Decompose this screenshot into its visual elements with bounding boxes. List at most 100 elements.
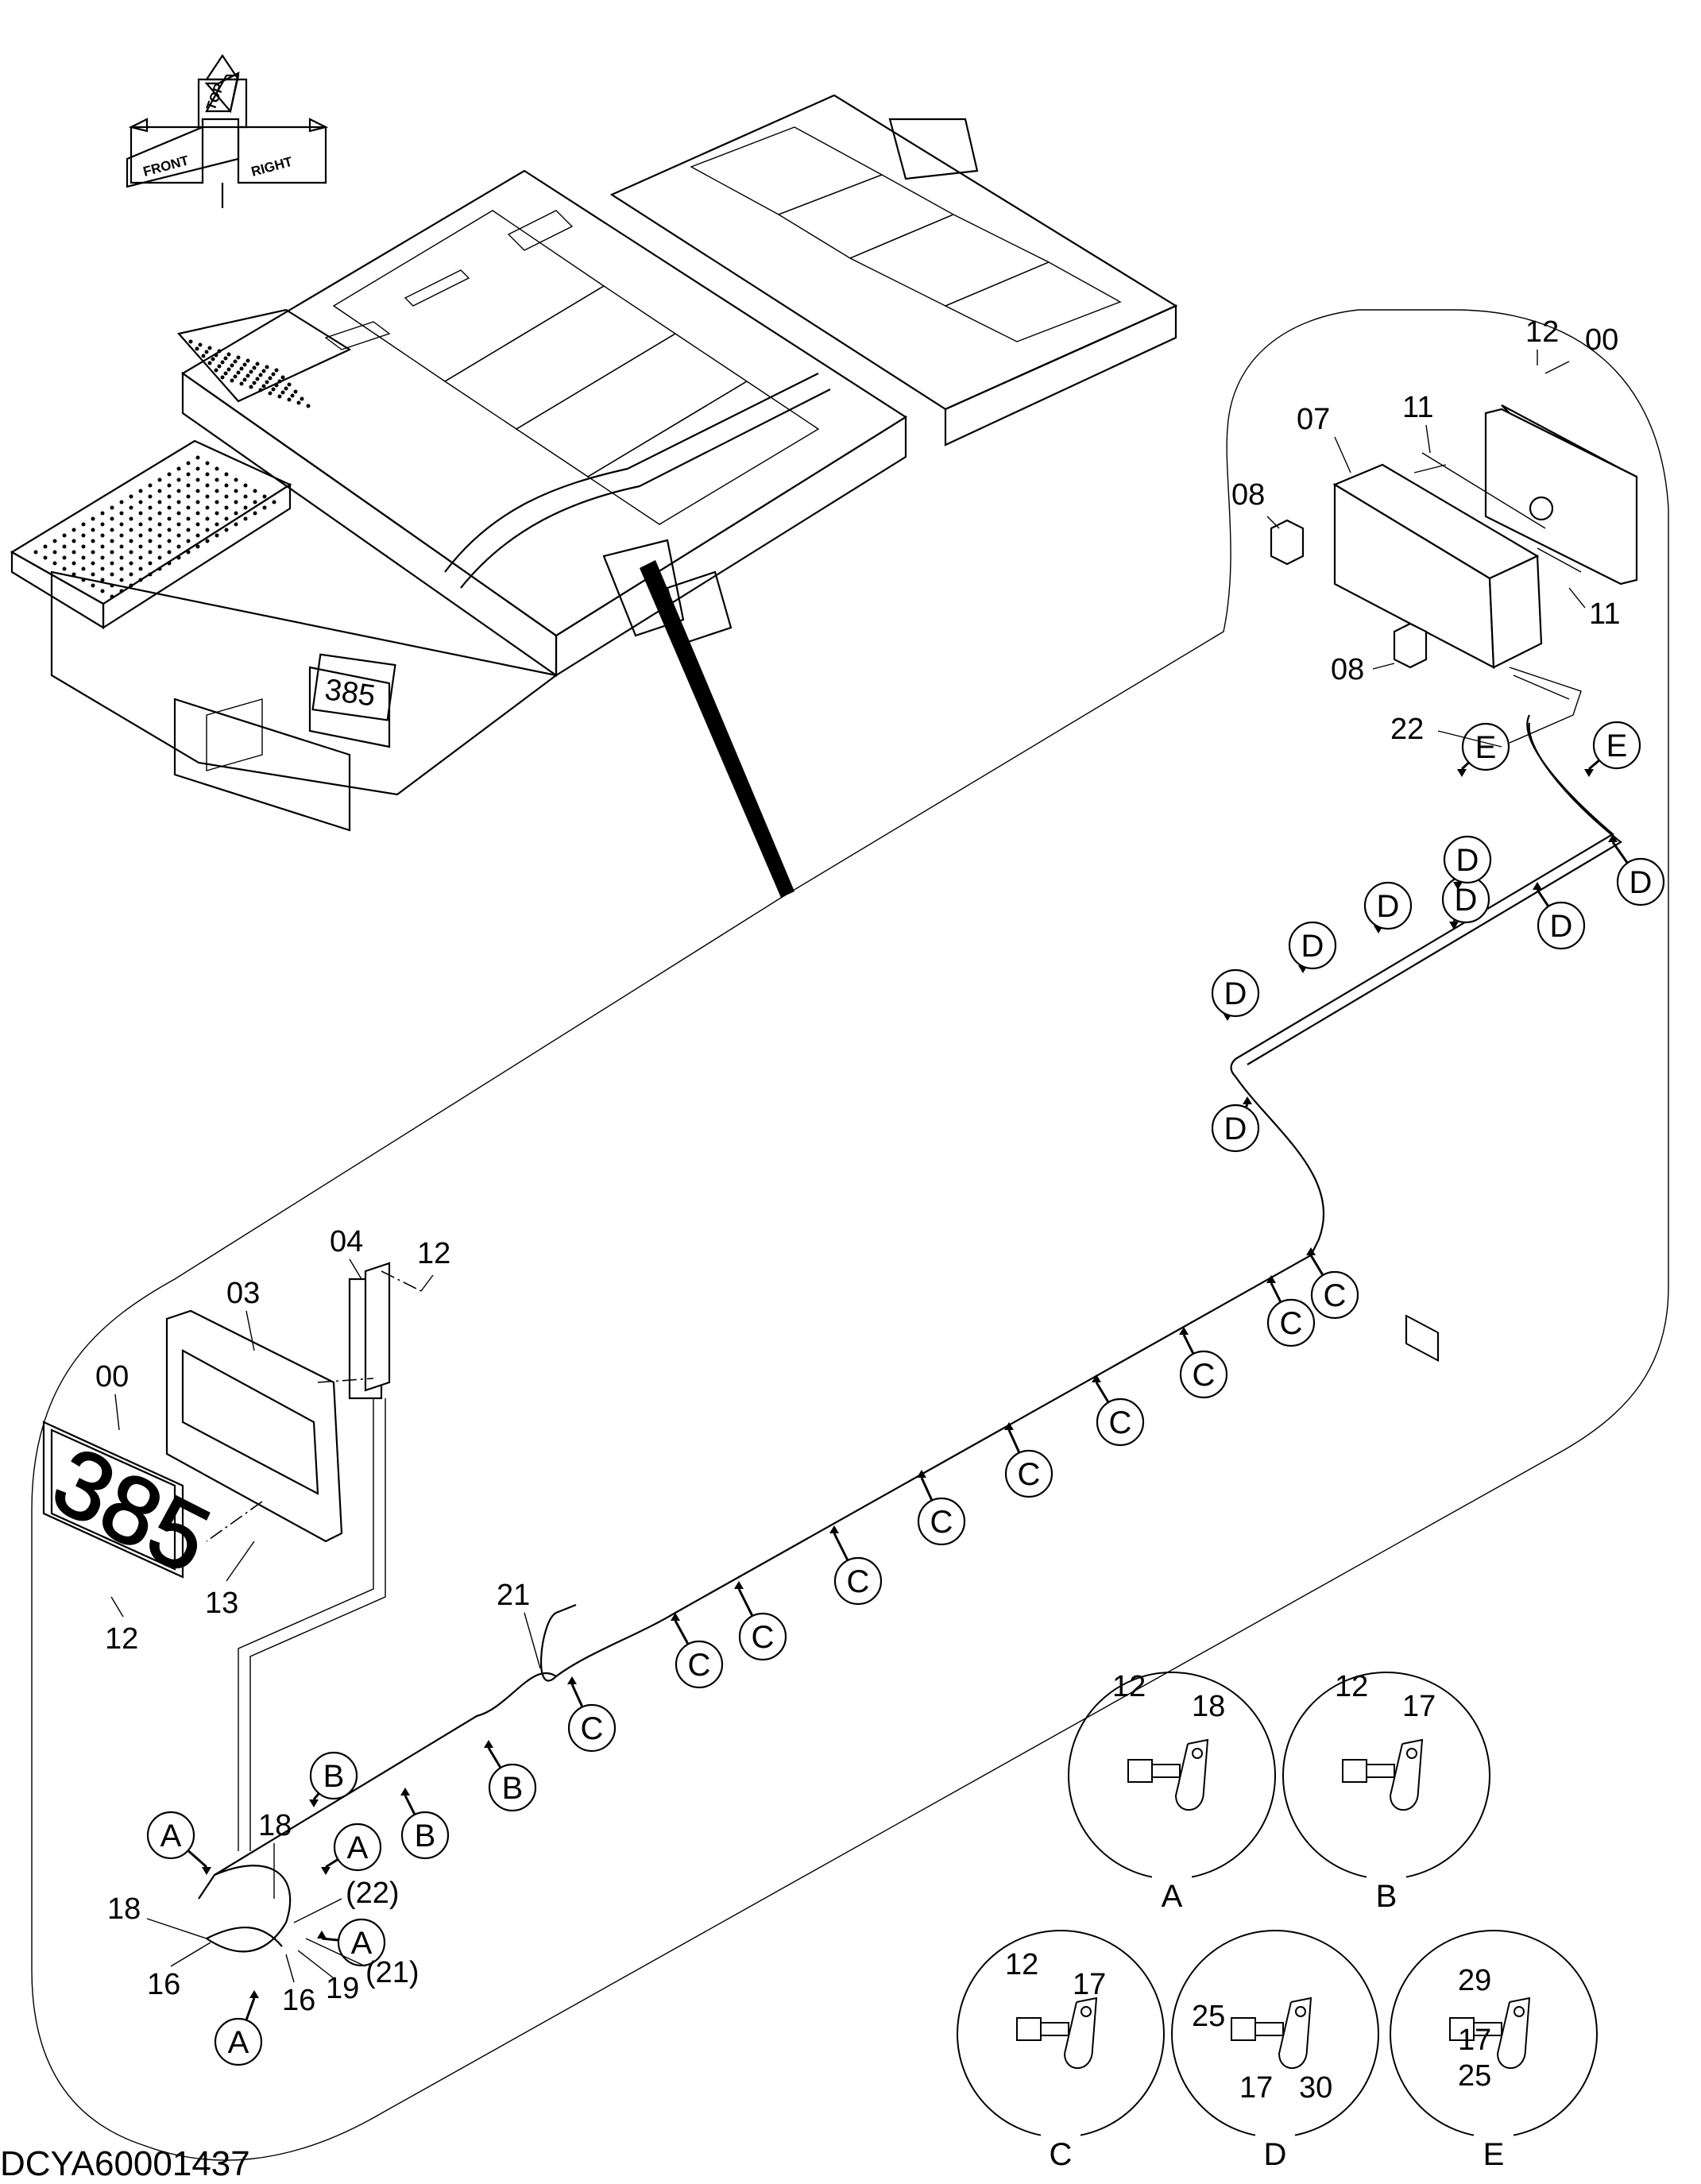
grating-hole xyxy=(176,500,181,504)
label-16-b: 16 xyxy=(282,1984,315,2017)
grating-hole xyxy=(62,566,67,571)
grating-hole xyxy=(239,366,244,371)
grating-hole xyxy=(205,528,210,532)
detail-part-label: 12 xyxy=(1335,1670,1368,1703)
grating-hole xyxy=(205,516,210,521)
callout-bubble xyxy=(567,1703,617,1753)
bolt-shank xyxy=(1040,2022,1069,2036)
grating-hole xyxy=(245,358,250,363)
callout-letter: C xyxy=(930,1505,953,1540)
callout-c: C xyxy=(1092,1374,1145,1447)
grating-hole xyxy=(226,367,231,372)
callout-bubble xyxy=(1096,1397,1145,1447)
grating-hole xyxy=(119,578,124,582)
label-00-left: 00 xyxy=(95,1360,129,1394)
callout-c: C xyxy=(1179,1327,1228,1399)
grating-hole xyxy=(277,379,282,384)
label-12-mid: 12 xyxy=(417,1237,450,1270)
grating-hole xyxy=(205,483,210,488)
grating-hole xyxy=(62,544,67,549)
orient-top: TOP xyxy=(203,81,227,112)
grating-hole xyxy=(230,378,234,383)
label-12-low: 12 xyxy=(105,1622,138,1656)
grating-hole xyxy=(138,555,143,560)
grating-hole xyxy=(261,369,266,373)
grating-hole xyxy=(217,349,222,354)
callout-arrowhead xyxy=(249,1990,259,1998)
grating-hole xyxy=(226,352,231,357)
grating-hole xyxy=(215,489,219,493)
grating-hole xyxy=(91,572,95,577)
grating-hole xyxy=(217,364,222,369)
callout-bubble xyxy=(1310,1270,1359,1320)
callout-arrowhead xyxy=(917,1470,926,1478)
grating-hole xyxy=(157,522,162,527)
grating-hole xyxy=(243,516,248,521)
grating-hole xyxy=(245,373,250,378)
grating-pattern xyxy=(33,339,311,599)
callout-b: B xyxy=(309,1751,358,1807)
grating-hole xyxy=(110,561,114,566)
grating-hole xyxy=(110,572,114,577)
grating-hole xyxy=(255,361,260,366)
bolt-shank xyxy=(1366,1764,1395,1778)
grating-hole xyxy=(258,388,263,392)
label-11-a: 11 xyxy=(1402,391,1433,424)
callout-letter: D xyxy=(1224,1111,1247,1146)
grating-hole xyxy=(249,369,253,374)
callout-c: C xyxy=(734,1581,787,1661)
grating-hole xyxy=(72,572,76,577)
grating-hole xyxy=(255,377,260,381)
callout-arrowhead xyxy=(1306,1247,1316,1255)
callout-arrowhead xyxy=(1243,1096,1252,1104)
callout-bubble xyxy=(675,1640,724,1689)
callout-c: C xyxy=(1266,1275,1316,1347)
callout-bubble xyxy=(1211,968,1260,1018)
grating-hole xyxy=(211,357,215,361)
callout-letter: C xyxy=(1324,1278,1347,1313)
grating-hole xyxy=(91,583,95,588)
grating-hole xyxy=(157,533,162,538)
grating-hole xyxy=(91,516,95,521)
grating-hole xyxy=(224,472,229,477)
bolt-head xyxy=(1231,2017,1256,2041)
callout-letter: D xyxy=(1224,976,1247,1011)
detail-letter: C xyxy=(1050,2137,1073,2172)
grating-hole xyxy=(148,494,153,499)
grating-hole xyxy=(280,390,285,395)
detail-part-label: 25 xyxy=(1192,2000,1225,2033)
grating-hole xyxy=(148,539,153,543)
grating-hole xyxy=(72,539,76,543)
clamp-hole xyxy=(1514,2006,1525,2017)
callout-bubble xyxy=(333,1823,382,1872)
grating-hole xyxy=(253,500,257,504)
grating-hole xyxy=(129,516,133,521)
grating-hole xyxy=(72,561,76,566)
grating-hole xyxy=(110,505,114,510)
grating-hole xyxy=(148,561,153,566)
grating-hole xyxy=(186,494,191,499)
callout-arrowhead xyxy=(400,1788,410,1796)
grating-hole xyxy=(129,583,133,588)
grating-hole xyxy=(236,355,241,360)
grating-hole xyxy=(81,533,86,538)
grating-hole xyxy=(100,511,105,516)
grating-hole xyxy=(207,361,212,365)
grating-hole xyxy=(205,461,210,466)
grating-hole xyxy=(268,376,273,381)
callout-letter: B xyxy=(502,1771,524,1806)
grating-hole xyxy=(195,455,200,460)
callout-b: B xyxy=(400,1788,450,1860)
callout-bubble xyxy=(337,1918,386,1967)
grating-hole xyxy=(119,533,124,538)
label-21: 21 xyxy=(497,1579,530,1612)
grating-hole xyxy=(230,363,234,368)
callout-bubble xyxy=(1363,881,1413,930)
grating-hole xyxy=(214,368,218,373)
callout-arrowhead xyxy=(202,1867,211,1875)
grating-hole xyxy=(215,533,219,538)
callout-letter: C xyxy=(581,1711,604,1746)
clamp xyxy=(1496,1997,1531,2070)
grating-hole xyxy=(186,539,191,543)
grating-hole xyxy=(195,533,200,538)
